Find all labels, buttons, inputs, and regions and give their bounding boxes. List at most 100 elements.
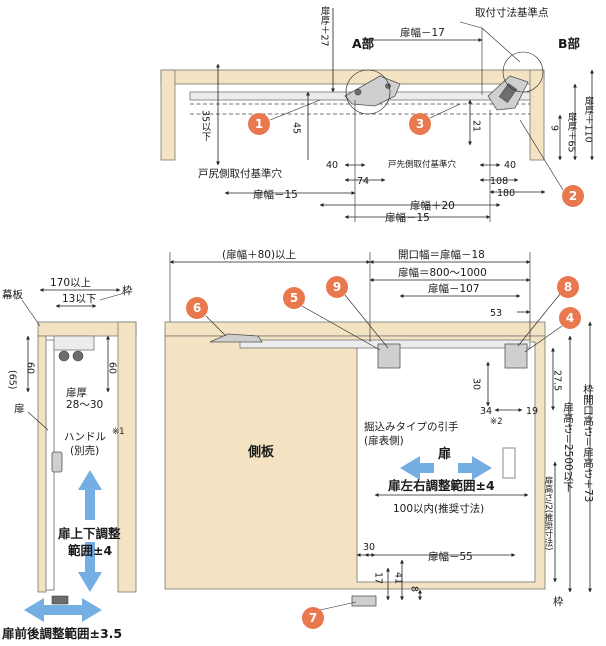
hole-ref-bottom: 戸尻側取付基準穴 bbox=[198, 167, 282, 180]
cabinet-left-wall bbox=[160, 69, 176, 161]
svg-text:7: 7 bbox=[309, 611, 317, 625]
marker-leader bbox=[269, 99, 321, 121]
marker-leader bbox=[205, 315, 227, 337]
marker-leader bbox=[524, 325, 563, 353]
hardware-4-icon bbox=[504, 343, 528, 369]
dim-width-minus-107: 扉幅－107 bbox=[428, 282, 480, 295]
down-arrow-icon bbox=[78, 542, 102, 592]
marker-leader bbox=[301, 305, 381, 351]
marker-leader bbox=[517, 293, 561, 347]
horizontal-adjust-label: 扉左右調整範囲±4 bbox=[388, 478, 495, 493]
front-top-board bbox=[164, 321, 546, 337]
leader-line bbox=[27, 411, 49, 431]
dim-opening: 開口幅＝扉幅－18 bbox=[398, 248, 485, 261]
mount-ref-point-label: 取付寸法基準点 bbox=[475, 6, 549, 19]
door-height-max: 扉高さ＝2500以下 bbox=[562, 401, 574, 492]
front-elevation-view: (扉幅＋80)以上 開口幅＝扉幅－18 扉幅＝800～1000 扉幅－107 5… bbox=[164, 248, 594, 608]
dim-74: 74 bbox=[357, 176, 369, 187]
marker-4: 4 bbox=[559, 307, 581, 329]
recessed-pull-label: 掘込みタイプの引手 bbox=[364, 420, 459, 433]
handle-label: ハンドル bbox=[64, 431, 106, 443]
dim-door-width-range: 扉幅＝800～1000 bbox=[398, 266, 487, 279]
frame-label: 枠 bbox=[553, 595, 564, 608]
handle-note-mark: ※1 bbox=[112, 427, 125, 437]
door-thickness-range: 28～30 bbox=[66, 399, 103, 411]
handle-sold-separately: (別売) bbox=[70, 444, 99, 457]
marker-9: 9 bbox=[326, 276, 348, 298]
svg-text:4: 4 bbox=[566, 311, 574, 325]
side-frame-wall bbox=[117, 321, 137, 593]
top-plan-view: 取付寸法基準点 A部 B部 扉幅－17 扉厚＋27 35以下 45 21 9 扉… bbox=[160, 5, 595, 224]
dim-21: 21 bbox=[471, 120, 482, 132]
dim-34: 34 bbox=[480, 406, 492, 417]
svg-text:9: 9 bbox=[333, 280, 341, 294]
dim-19: 19 bbox=[526, 406, 538, 417]
bottom-guide-icon bbox=[51, 595, 69, 605]
marker-leader bbox=[429, 103, 461, 119]
svg-text:6: 6 bbox=[193, 301, 201, 315]
handle-recommended-height: 扉高さ/2(推奨寸法) bbox=[543, 475, 553, 550]
vertical-adjust-range: 範囲±4 bbox=[68, 543, 112, 558]
frame-plate-label: 幕板 bbox=[2, 288, 23, 301]
dim-60-right: 60 bbox=[107, 362, 118, 374]
hardware-b-icon bbox=[487, 75, 529, 111]
dim-17: 17 bbox=[373, 572, 384, 584]
dim-170-or-more: 170以上 bbox=[50, 277, 91, 289]
dim-180: 180 bbox=[497, 188, 515, 199]
leader-line bbox=[99, 291, 129, 301]
frame-opening-height: 枠開口高さ＝扉高さ＋73 bbox=[582, 383, 594, 502]
svg-text:2: 2 bbox=[569, 189, 577, 203]
door-label: 扉 bbox=[438, 446, 451, 462]
marker-leader bbox=[519, 119, 564, 191]
svg-text:3: 3 bbox=[416, 117, 424, 131]
side-section-view: 幕板 枠 170以上 13以下 (65) 60 60 扉 扉厚 28～30 ハン… bbox=[2, 277, 137, 641]
dim-9: 9 bbox=[549, 125, 560, 131]
dim-40-left: 40 bbox=[326, 160, 338, 171]
svg-text:5: 5 bbox=[290, 291, 298, 305]
frame-label: 枠 bbox=[122, 284, 133, 297]
left-arrow-icon bbox=[400, 456, 434, 480]
dim-41: 41 bbox=[393, 572, 404, 584]
left-right-arrow-icon bbox=[24, 598, 102, 622]
dim-width-minus-15-a: 扉幅－15 bbox=[253, 188, 298, 201]
marker-5: 5 bbox=[283, 287, 305, 309]
front-back-adjust-label: 扉前後調整範囲±3.5 bbox=[2, 626, 122, 641]
dim-width-minus-15-b: 扉幅－15 bbox=[385, 211, 430, 224]
damper-6-icon bbox=[209, 333, 263, 343]
leader-line bbox=[459, 21, 483, 29]
dim-30: 30 bbox=[471, 378, 482, 390]
vertical-adjust-label: 扉上下調整 bbox=[58, 526, 121, 541]
marker-1: 1 bbox=[248, 113, 270, 135]
door-label: 扉 bbox=[14, 402, 25, 415]
dim-27-5: 27.5 bbox=[552, 370, 563, 391]
dim-65: (65) bbox=[7, 370, 18, 390]
dim-thickness-plus-110: 扉厚＋110 bbox=[583, 95, 595, 142]
side-rail bbox=[53, 335, 95, 351]
side-panel-label: 側板 bbox=[247, 444, 275, 460]
dim-30-bottom: 30 bbox=[363, 542, 375, 553]
side-frame-plate bbox=[37, 335, 47, 593]
dim-width-minus-17: 扉幅－17 bbox=[400, 26, 445, 39]
marker-7: 7 bbox=[302, 607, 324, 629]
roller-icon bbox=[72, 350, 84, 362]
dim-thickness-plus-27: 扉厚＋27 bbox=[319, 5, 331, 46]
right-arrow-icon bbox=[458, 456, 492, 480]
up-arrow-icon bbox=[78, 470, 102, 520]
marker-3: 3 bbox=[409, 113, 431, 135]
marker-leader bbox=[344, 294, 389, 349]
marker-2: 2 bbox=[562, 185, 584, 207]
leader-line bbox=[21, 299, 41, 327]
marker-6: 6 bbox=[186, 297, 208, 319]
dim-60-left: 60 bbox=[25, 362, 36, 374]
bottom-guide-7-icon bbox=[351, 595, 377, 607]
recessed-pull-icon bbox=[502, 447, 516, 479]
detail-b-circle bbox=[502, 51, 544, 93]
dim-45: 45 bbox=[291, 122, 302, 134]
recessed-pull-note-mark: ※2 bbox=[490, 417, 503, 427]
leader-line bbox=[481, 27, 521, 63]
handle-icon bbox=[51, 451, 63, 473]
dim-thickness-plus-65: 扉厚＋65 bbox=[566, 111, 578, 152]
detail-a-circle bbox=[345, 69, 391, 115]
cabinet-right-wall bbox=[529, 69, 545, 161]
